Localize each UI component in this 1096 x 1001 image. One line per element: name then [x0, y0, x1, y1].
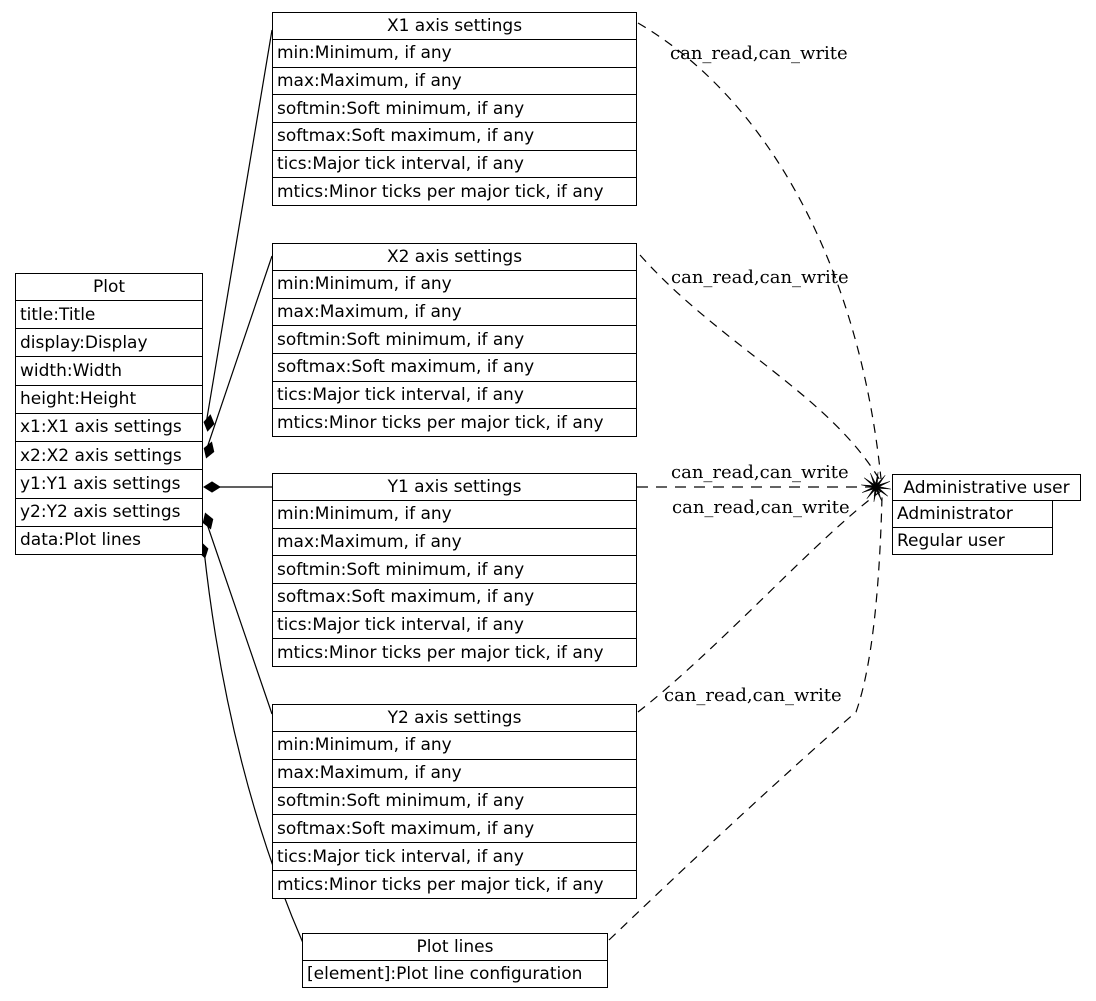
composition-diamond-x2 — [203, 441, 215, 459]
node-title: Y1 axis settings — [273, 474, 636, 501]
field-row: tics:Major tick interval, if any — [273, 382, 636, 410]
field-row: x2:X2 axis settings — [16, 442, 202, 471]
class-node-x2-axis-settings: X2 axis settings min:Minimum, if any max… — [272, 243, 637, 437]
field-row: min:Minimum, if any — [273, 271, 636, 299]
assoc-plot-lines-to-admin — [608, 496, 883, 941]
node-title: X1 axis settings — [273, 13, 636, 40]
arrowhead-starburst — [861, 472, 891, 502]
field-row-administrator: Administrator — [892, 500, 1053, 528]
field-row: tics:Major tick interval, if any — [273, 612, 636, 640]
composition-diamond-y2 — [202, 512, 214, 530]
node-title: Plot — [16, 274, 202, 301]
edge-label-plot-lines-admin: can_read,can_write — [664, 685, 842, 706]
class-node-x1-axis-settings: X1 axis settings min:Minimum, if any max… — [272, 12, 637, 206]
field-row: tics:Major tick interval, if any — [273, 151, 636, 179]
composition-diamond-y1 — [203, 481, 221, 493]
class-node-plot-lines: Plot lines [element]:Plot line configura… — [302, 933, 608, 988]
field-row: max:Maximum, if any — [273, 68, 636, 96]
field-row: title:Title — [16, 301, 202, 330]
field-row: tics:Major tick interval, if any — [273, 843, 636, 872]
field-row-regular-user: Regular user — [892, 527, 1053, 555]
field-row: min:Minimum, if any — [273, 40, 636, 68]
edge-label-x2-admin: can_read,can_write — [671, 267, 849, 288]
assoc-x1-axis-to-admin — [637, 22, 882, 480]
field-row: mtics:Minor ticks per major tick, if any — [277, 412, 604, 433]
field-row: softmin:Soft minimum, if any — [273, 788, 636, 816]
field-row: softmin:Soft minimum, if any — [273, 326, 636, 355]
field-row: mtics:Minor ticks per major tick, if any — [277, 642, 604, 663]
field-row: display:Display — [16, 329, 202, 358]
class-node-y1-axis-settings: Y1 axis settings min:Minimum, if any max… — [272, 473, 637, 667]
class-node-plot: Plot title:Title display:Display width:W… — [15, 273, 203, 555]
field-row: softmin:Soft minimum, if any — [273, 556, 636, 585]
edge-label-y1-admin: can_read,can_write — [671, 462, 849, 483]
field-row: y2:Y2 axis settings — [16, 499, 202, 527]
assoc-y2-axis-to-admin — [637, 490, 882, 713]
edge-plot-to-y2-axis — [205, 520, 273, 715]
composition-diamond-x1 — [203, 414, 215, 432]
field-row: max:Maximum, if any — [273, 760, 636, 788]
field-row: [element]:Plot line configuration — [307, 964, 583, 984]
class-node-y2-axis-settings: Y2 axis settings min:Minimum, if any max… — [272, 704, 637, 899]
node-title: Y2 axis settings — [273, 705, 636, 732]
assoc-x2-axis-to-admin — [639, 254, 882, 483]
class-node-admin-user-title: Administrative user — [892, 474, 1081, 501]
field-row: softmax:Soft maximum, if any — [273, 123, 636, 151]
field-row: max:Maximum, if any — [273, 529, 636, 557]
edge-plot-to-x2-axis — [205, 255, 273, 452]
edge-plot-to-x1-axis — [205, 29, 273, 425]
field-row: min:Minimum, if any — [273, 501, 636, 529]
field-row: mtics:Minor ticks per major tick, if any — [277, 874, 604, 895]
field-row: softmax:Soft maximum, if any — [273, 584, 636, 612]
field-row: data:Plot lines — [20, 530, 142, 551]
field-row: x1:X1 axis settings — [16, 414, 202, 443]
field-row: softmin:Soft minimum, if any — [273, 95, 636, 124]
field-row: y1:Y1 axis settings — [16, 470, 202, 499]
field-row: min:Minimum, if any — [273, 732, 636, 760]
field-row: max:Maximum, if any — [273, 299, 636, 327]
node-title: X2 axis settings — [273, 244, 636, 271]
field-row: softmax:Soft maximum, if any — [273, 815, 636, 844]
field-row: height:Height — [16, 386, 202, 414]
field-row: width:Width — [16, 357, 202, 386]
field-row: softmax:Soft maximum, if any — [273, 354, 636, 382]
edge-label-y2-admin: can_read,can_write — [672, 497, 850, 518]
node-title: Plot lines — [303, 934, 607, 961]
edge-label-x1-admin: can_read,can_write — [670, 43, 848, 64]
field-row: mtics:Minor ticks per major tick, if any — [277, 181, 604, 202]
